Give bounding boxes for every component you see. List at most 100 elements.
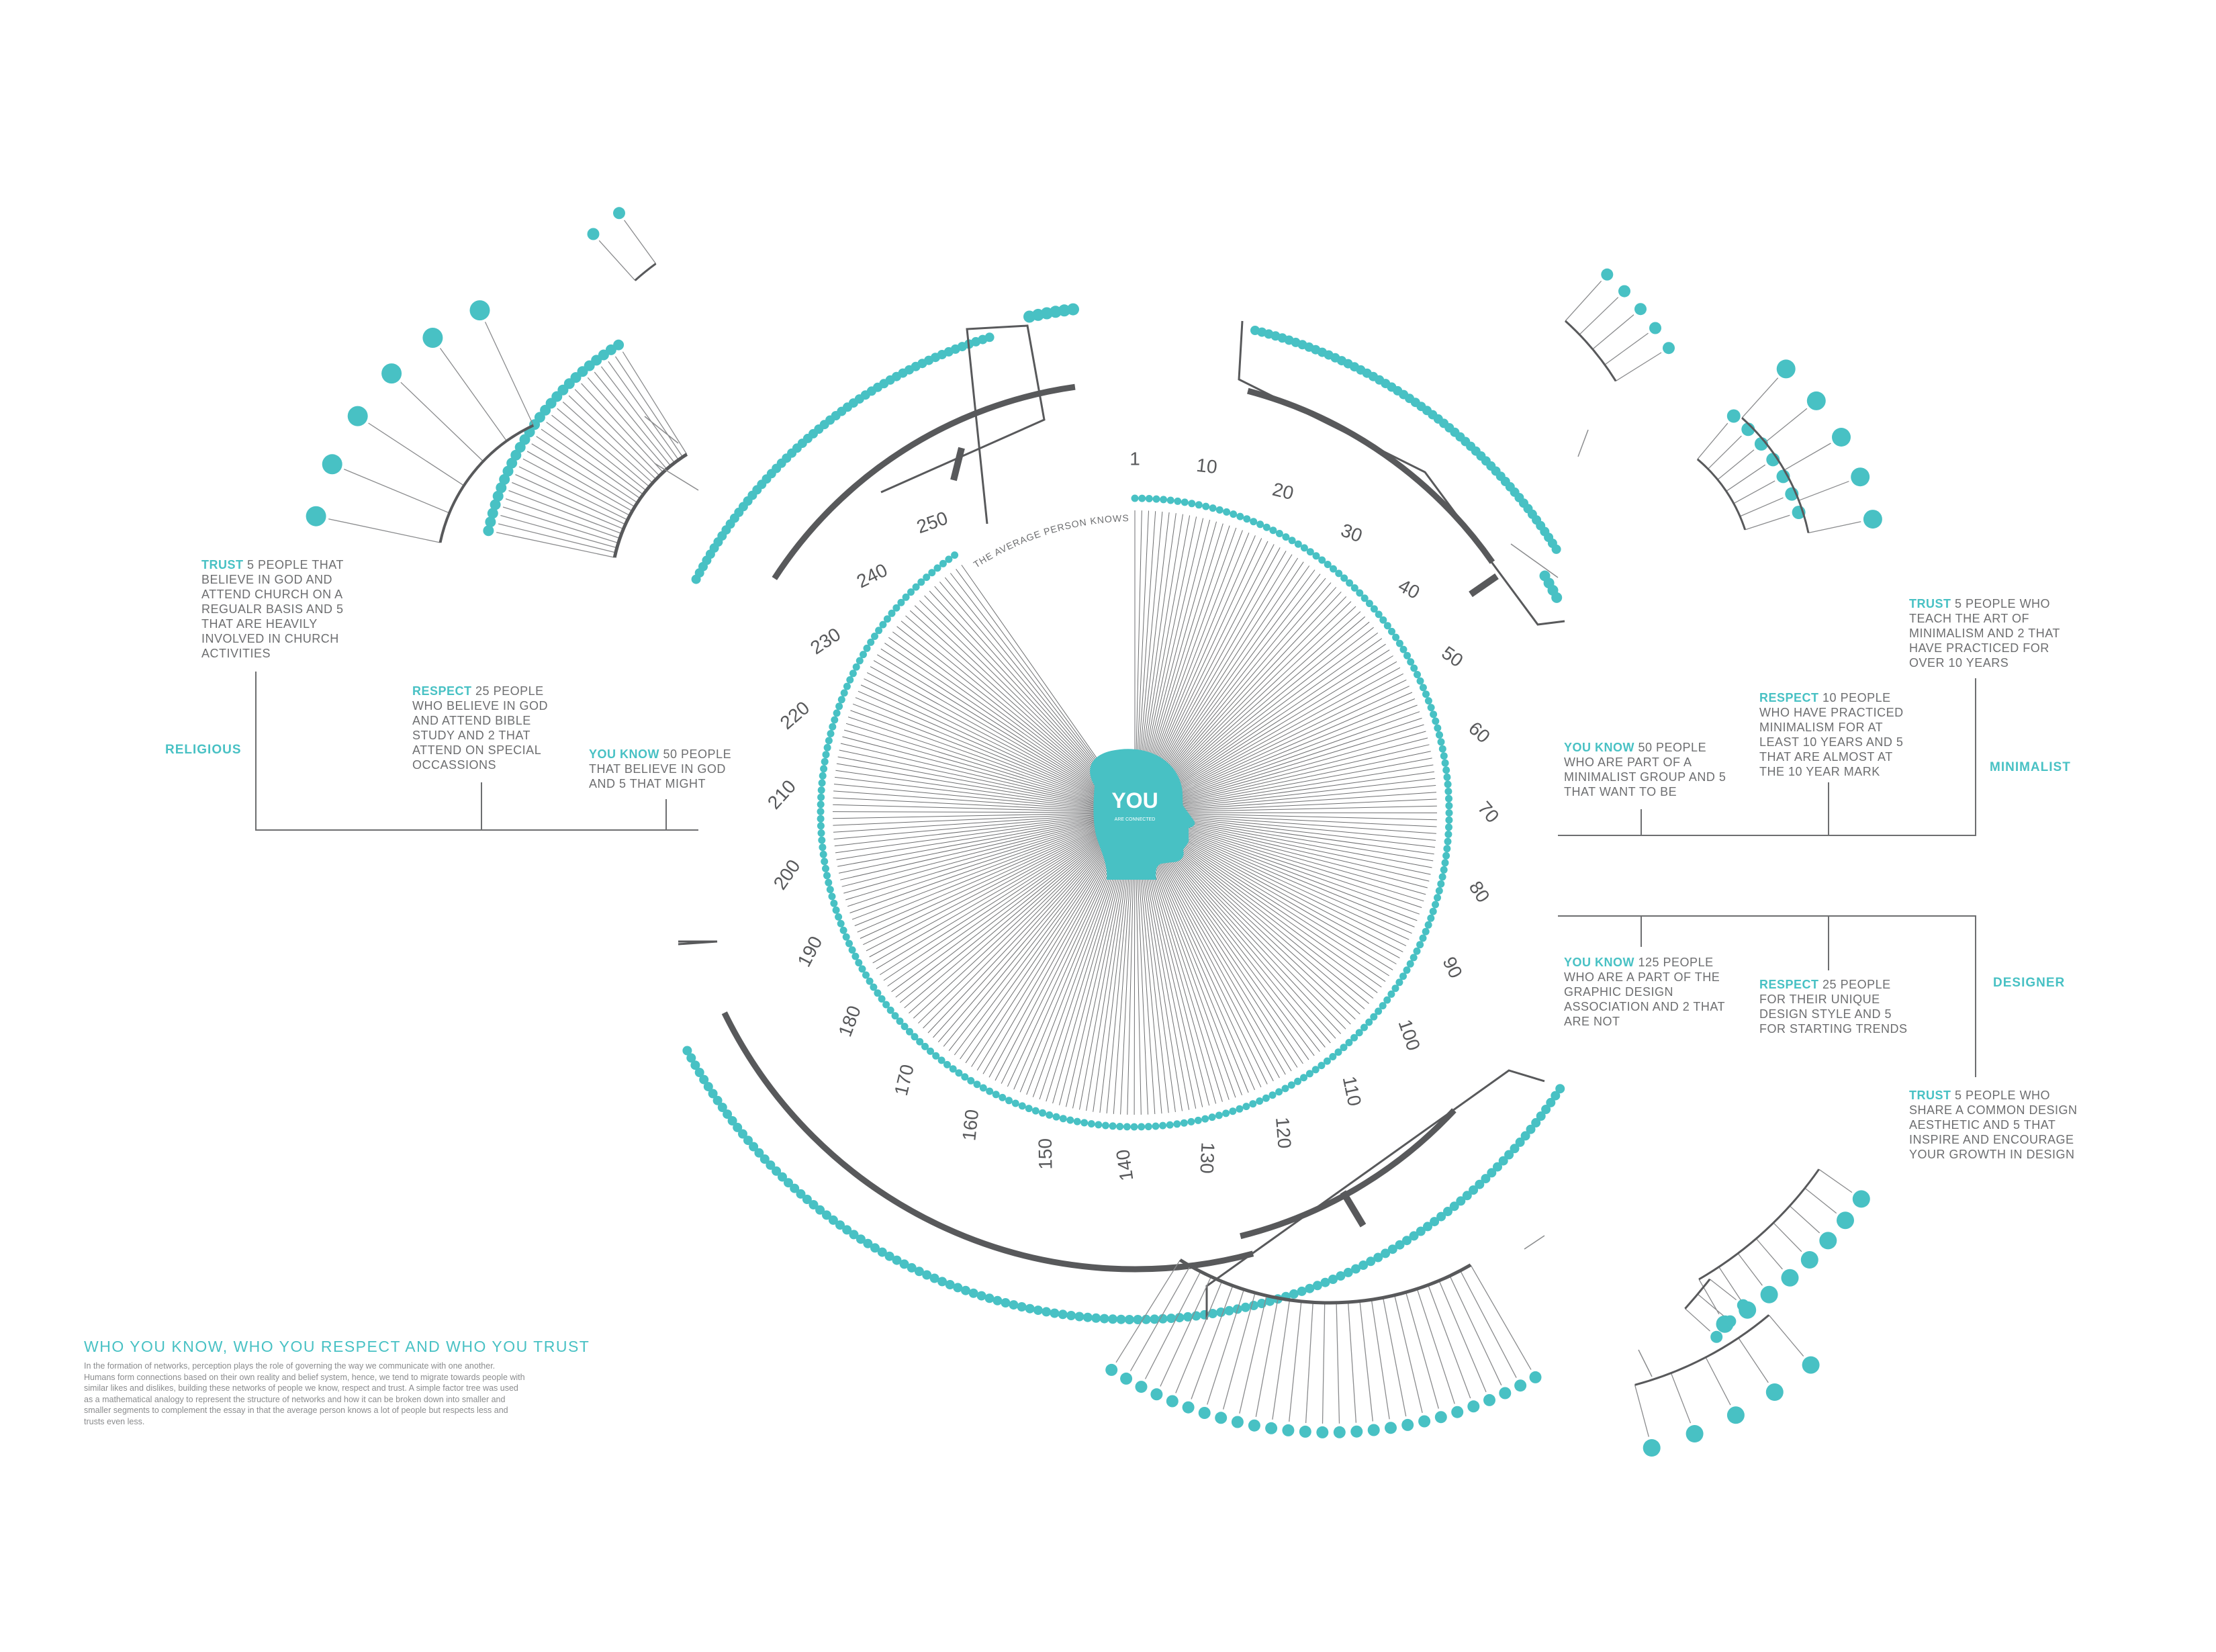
person-dot	[1445, 816, 1453, 824]
spoke-line	[913, 812, 1136, 1019]
trunk-arc	[1741, 417, 1810, 533]
person-dot	[1166, 1395, 1179, 1408]
person-dot	[738, 1129, 747, 1139]
person-dot	[1183, 1312, 1193, 1322]
person-dot	[822, 864, 829, 872]
tick-label: 10	[1195, 455, 1218, 477]
person-dot	[784, 1178, 793, 1188]
person-dot	[772, 1166, 782, 1176]
branch-line	[1470, 1265, 1532, 1370]
branch-line	[1733, 480, 1775, 504]
tree-connector	[644, 416, 679, 444]
person-dot	[845, 939, 853, 948]
person-dot	[1231, 1416, 1244, 1428]
person-dot	[1440, 866, 1448, 874]
person-dot	[911, 1033, 919, 1041]
person-dot	[1392, 633, 1400, 641]
person-dot	[846, 676, 854, 684]
branch-line	[508, 490, 622, 535]
person-dot	[727, 1116, 737, 1126]
person-dot	[819, 843, 827, 852]
branch-line	[1745, 514, 1790, 531]
person-dot	[1262, 523, 1271, 531]
person-dot	[1416, 941, 1424, 949]
spoke-line	[857, 812, 1136, 933]
person-dot	[1395, 1240, 1405, 1250]
person-dot	[917, 578, 925, 586]
spoke-line	[866, 672, 1136, 813]
person-dot	[1403, 651, 1411, 659]
spoke-line	[835, 776, 1136, 813]
spoke-line	[832, 811, 1136, 813]
person-dot	[1346, 579, 1354, 587]
person-dot	[1441, 759, 1449, 767]
person-dot	[1414, 671, 1421, 678]
branch-line	[1709, 1279, 1737, 1301]
person-dot	[830, 899, 838, 907]
branch-line	[574, 389, 660, 476]
person-dot	[1430, 1217, 1440, 1227]
branch-line	[500, 514, 617, 549]
spoke-line	[833, 812, 1136, 819]
trunk-arc	[634, 263, 657, 281]
person-dot	[1318, 556, 1326, 564]
person-dot	[953, 1283, 963, 1293]
person-dot	[1242, 1103, 1250, 1111]
person-dot	[1375, 610, 1383, 618]
person-dot	[496, 482, 507, 494]
person-dot	[870, 983, 878, 991]
person-dot	[749, 1142, 759, 1152]
person-dot	[961, 1285, 970, 1295]
spoke-line	[1134, 778, 1436, 813]
tree-connector	[1524, 1235, 1545, 1250]
connector-arc	[721, 1011, 1254, 1273]
trunk-arc	[1696, 458, 1747, 531]
person-dot	[1059, 1115, 1067, 1123]
person-dot	[1152, 495, 1160, 503]
minimalist-trust-keyword: TRUST	[1909, 597, 1951, 610]
frame-line	[1205, 1069, 1545, 1320]
person-dot	[1520, 1131, 1530, 1141]
person-dot	[1067, 303, 1079, 316]
person-dot	[1776, 359, 1796, 379]
person-dot	[487, 508, 498, 519]
branch-line	[1336, 1302, 1340, 1424]
tree-connector	[1638, 1349, 1653, 1377]
person-dot	[1105, 1363, 1118, 1376]
person-dot	[1074, 1312, 1084, 1322]
person-dot	[1551, 592, 1563, 603]
tick-label: 50	[1438, 642, 1467, 671]
person-dot	[1504, 1150, 1514, 1160]
person-dot	[759, 1154, 770, 1164]
person-dot	[587, 228, 600, 240]
tick-label: 210	[764, 776, 800, 813]
person-dot	[1416, 677, 1424, 685]
person-dot	[469, 300, 490, 321]
trunk-arc	[438, 424, 535, 543]
spoke-line	[833, 790, 1136, 813]
person-dot	[1294, 540, 1302, 548]
person-dot	[1039, 1109, 1046, 1117]
person-dot	[510, 449, 522, 461]
person-dot	[1375, 1007, 1383, 1015]
person-dot	[1418, 1415, 1431, 1428]
person-dot	[754, 1148, 764, 1158]
person-dot	[1240, 1302, 1250, 1312]
person-dot	[1159, 1121, 1167, 1130]
person-dot	[717, 1103, 727, 1112]
person-dot	[907, 1263, 917, 1273]
religious-respect-text: 25 PEOPLE WHO BELIEVE IN GOD AND ATTEND …	[412, 684, 549, 772]
tick-label: 80	[1465, 877, 1494, 906]
trunk-arc	[1179, 1258, 1472, 1305]
designer-know-text: 125 PEOPLE WHO ARE A PART OF THE GRAPHIC…	[1564, 956, 1725, 1028]
tick-label: 120	[1272, 1116, 1295, 1149]
person-dot	[842, 933, 850, 941]
spoke-line	[852, 703, 1136, 813]
person-dot	[883, 615, 891, 623]
branch-line	[1115, 1259, 1181, 1363]
person-dot	[1202, 502, 1210, 510]
tick-label: 150	[1035, 1138, 1056, 1170]
person-dot	[1334, 1048, 1342, 1056]
person-dot	[1737, 1299, 1749, 1312]
spoke-line	[849, 812, 1136, 913]
